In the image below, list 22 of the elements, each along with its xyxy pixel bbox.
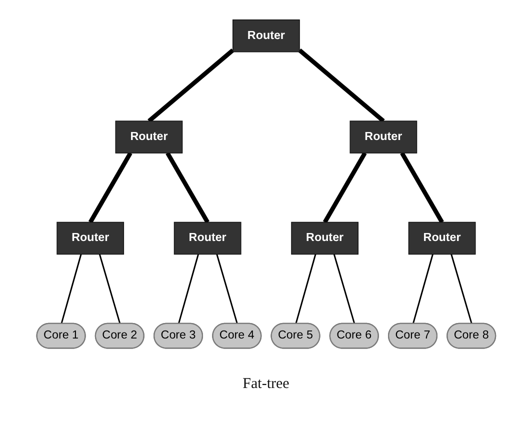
node-box: Router (56, 222, 124, 255)
connector (298, 48, 385, 123)
connector (450, 254, 472, 324)
node-box: Router (290, 222, 358, 255)
node-box: Router (232, 19, 300, 52)
node-box: Router (115, 120, 182, 154)
connector (216, 254, 238, 324)
connector (88, 152, 132, 224)
connector (333, 254, 355, 324)
connector (60, 254, 82, 324)
node-box: Router (174, 222, 242, 255)
node-box: Router (408, 222, 476, 255)
connector (178, 254, 199, 324)
connector (98, 254, 121, 324)
connector (412, 254, 434, 324)
connector (165, 152, 210, 224)
connector (322, 152, 367, 224)
connector (400, 152, 444, 224)
connector (147, 48, 234, 123)
figure-caption: Fat-tree (242, 376, 290, 393)
node-box: Router (350, 120, 417, 154)
connector (294, 254, 316, 324)
